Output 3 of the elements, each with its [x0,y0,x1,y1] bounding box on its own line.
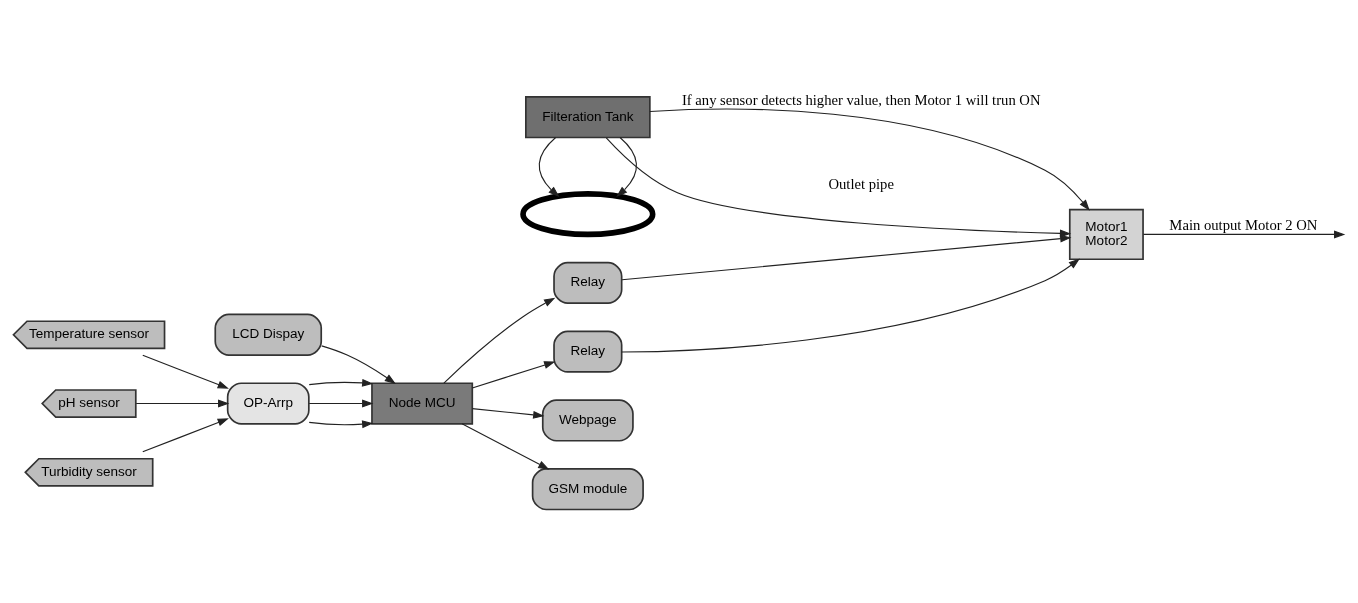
edge-label: Main output Motor 2 ON [1169,217,1318,234]
edge-label: If any sensor detects higher value, then Motor 1 will trun ON [681,92,1041,109]
edge-label: Outlet pipe [828,175,894,192]
